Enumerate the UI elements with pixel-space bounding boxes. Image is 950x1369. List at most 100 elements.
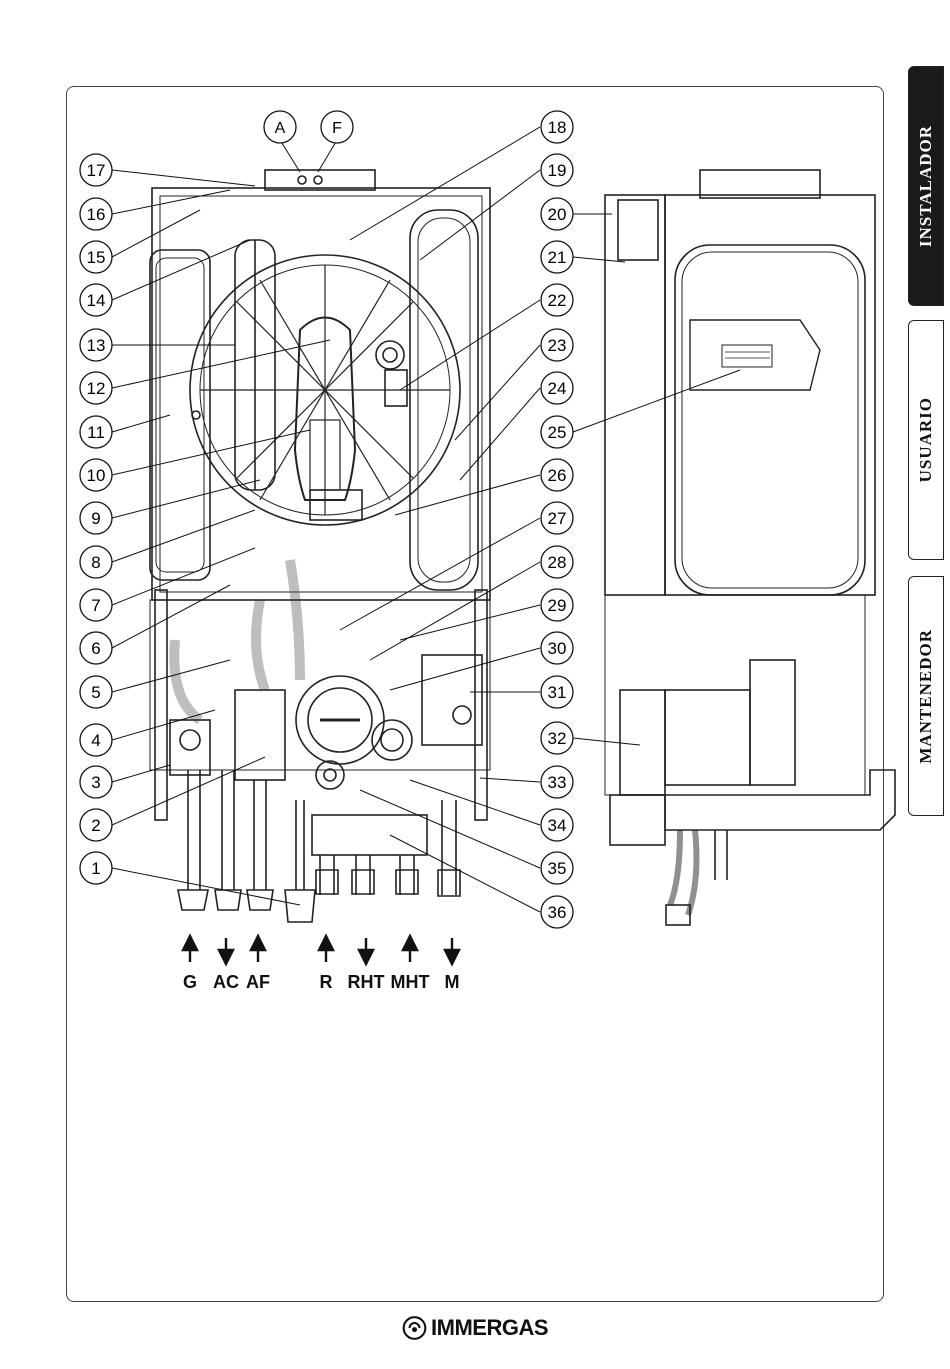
callout-14: 14 [80, 284, 112, 316]
callout-6: 6 [80, 632, 112, 664]
callout-25: 25 [541, 416, 573, 448]
callout-number: 25 [548, 423, 567, 442]
callout-number: 8 [91, 553, 100, 572]
callout-number: 34 [548, 816, 567, 835]
callout-number: 1 [91, 859, 100, 878]
callout-10: 10 [80, 459, 112, 491]
callout-17: 17 [80, 154, 112, 186]
right-callouts: 18 19 20 21 22 23 24 25 26 27 28 29 30 3… [541, 111, 573, 928]
callout-number: 19 [548, 161, 567, 180]
callout-5: 5 [80, 676, 112, 708]
callout-24: 24 [541, 372, 573, 404]
control-box [422, 655, 482, 745]
flow-arrow-rht [359, 938, 373, 964]
callout-number: 27 [548, 509, 567, 528]
callout-35: 35 [541, 852, 573, 884]
callout-11: 11 [80, 416, 112, 448]
callout-letter: A [275, 120, 286, 137]
flow-arrow-r [319, 936, 333, 962]
callout-15: 15 [80, 241, 112, 273]
brand-logo: IMMERGAS [402, 1308, 548, 1348]
callout-number: 30 [548, 639, 567, 658]
callout-28: 28 [541, 546, 573, 578]
callout-7: 7 [80, 589, 112, 621]
flow-arrow-af [251, 936, 265, 962]
callout-number: 9 [91, 509, 100, 528]
callout-number: 24 [548, 379, 567, 398]
callout-29: 29 [541, 589, 573, 621]
flow-arrows [183, 936, 459, 964]
flow-arrow-mht [403, 936, 417, 962]
callout-number: 2 [91, 816, 100, 835]
callout-number: 20 [548, 205, 567, 224]
flow-label-af: AF [246, 972, 270, 993]
callout-number: 21 [548, 248, 567, 267]
callout-16: 16 [80, 198, 112, 230]
callout-number: 36 [548, 903, 567, 922]
side-tank [410, 210, 478, 590]
callout-number: 7 [91, 596, 100, 615]
gas-valve [170, 720, 210, 775]
flow-arrow-ac [219, 938, 233, 964]
callout-1: 1 [80, 852, 112, 884]
callout-number: 17 [87, 161, 106, 180]
callout-number: 3 [91, 773, 100, 792]
callout-number: 11 [87, 423, 105, 442]
callout-4: 4 [80, 724, 112, 756]
callout-19: 19 [541, 154, 573, 186]
callout-31: 31 [541, 676, 573, 708]
callout-number: 12 [87, 379, 106, 398]
callout-number: 4 [91, 731, 100, 750]
callout-number: 13 [87, 336, 106, 355]
callout-26: 26 [541, 459, 573, 491]
callout-34: 34 [541, 809, 573, 841]
callout-number: 29 [548, 596, 567, 615]
side-view [605, 170, 895, 925]
flow-label-r: R [320, 972, 333, 993]
callout-number: 18 [548, 118, 567, 137]
callout-number: 35 [548, 859, 567, 878]
callout-number: 26 [548, 466, 567, 485]
callout-number: 6 [91, 639, 100, 658]
callout-20: 20 [541, 198, 573, 230]
callout-number: 31 [548, 683, 567, 702]
callout-36: 36 [541, 896, 573, 928]
callout-number: 22 [548, 291, 567, 310]
left-callouts: 17 16 15 14 13 12 11 10 9 8 7 6 5 4 3 2 … [80, 154, 112, 884]
flow-arrow-g [183, 936, 197, 962]
callout-letter: F [332, 120, 342, 137]
flow-arrow-m [445, 938, 459, 964]
flow-label-mht: MHT [391, 972, 430, 993]
callout-number: 33 [548, 773, 567, 792]
callout-27: 27 [541, 502, 573, 534]
callout-2: 2 [80, 809, 112, 841]
callout-12: 12 [80, 372, 112, 404]
callout-number: 5 [91, 683, 100, 702]
callout-number: 14 [87, 291, 106, 310]
callout-21: 21 [541, 241, 573, 273]
callout-number: 28 [548, 553, 567, 572]
callout-13: 13 [80, 329, 112, 361]
callout-number: 32 [548, 729, 567, 748]
flow-label-rht: RHT [348, 972, 385, 993]
expansion-vessel [150, 250, 210, 580]
callout-8: 8 [80, 546, 112, 578]
callout-number: 15 [87, 248, 106, 267]
flow-label-g: G [183, 972, 197, 993]
callout-30: 30 [541, 632, 573, 664]
callout-number: 23 [548, 336, 567, 355]
callout-22: 22 [541, 284, 573, 316]
callout-number: 16 [87, 205, 106, 224]
manifold [312, 815, 427, 855]
callout-18: 18 [541, 111, 573, 143]
callout-3: 3 [80, 766, 112, 798]
callout-33: 33 [541, 766, 573, 798]
callout-9: 9 [80, 502, 112, 534]
brand-name: IMMERGAS [431, 1315, 548, 1341]
flow-label-m: M [445, 972, 460, 993]
callout-23: 23 [541, 329, 573, 361]
letter-callouts: A F [264, 111, 353, 143]
flow-label-ac: AC [213, 972, 239, 993]
callout-32: 32 [541, 722, 573, 754]
